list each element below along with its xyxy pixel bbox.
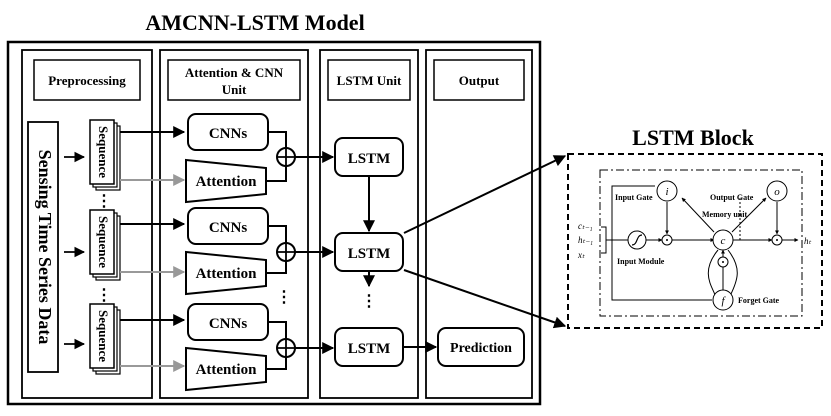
model-frame xyxy=(6,40,542,406)
prediction-box xyxy=(437,327,525,367)
sequence-stack-2: Sequence xyxy=(89,209,121,281)
sum-circle-2 xyxy=(276,242,296,262)
lstm-unit-header xyxy=(327,59,411,101)
attention-cnn-label-line2: Unit xyxy=(222,82,247,97)
zoom-line-top xyxy=(403,155,567,234)
forget-gate-symbol: f xyxy=(721,295,726,307)
attention-label-3: Attention xyxy=(196,362,257,378)
attention-box-2 xyxy=(185,250,267,296)
output-gate-symbol: o xyxy=(774,186,780,198)
lstm-block-title: LSTM Block xyxy=(632,125,754,150)
ellipsis-lstm: ⋮ xyxy=(361,293,377,310)
lstm-block-inner-frame xyxy=(599,169,803,317)
h-prev-label: hₜ₋₁ xyxy=(578,235,593,245)
input-gate-label: Input Gate xyxy=(615,193,653,202)
sequence-label-2: Sequence xyxy=(96,216,111,268)
zoom-line-bottom xyxy=(403,269,567,329)
lstm-label-2: LSTM xyxy=(348,246,391,262)
attention-cnn-header xyxy=(167,59,301,101)
sequence-label-3: Sequence xyxy=(96,310,111,362)
attention-box-3 xyxy=(185,346,267,392)
multiply-output xyxy=(771,234,783,246)
multiply-forget xyxy=(717,256,729,268)
cnn-label-3: CNNs xyxy=(209,316,247,332)
sum-connectors xyxy=(266,131,287,370)
sum-circle-3 xyxy=(276,338,296,358)
sum-circle-1 xyxy=(276,147,296,167)
sequence-label-1: Sequence xyxy=(96,126,111,178)
output-gate-label: Output Gate xyxy=(710,193,754,202)
cnn-label-1: CNNs xyxy=(209,126,247,142)
h-t-label: hₜ xyxy=(804,236,812,246)
multiply-input xyxy=(661,234,673,246)
attention-label-2: Attention xyxy=(196,266,257,282)
memory-cell-symbol: c xyxy=(721,235,726,247)
memory-unit-label: Memory unit xyxy=(702,210,747,219)
prediction-label: Prediction xyxy=(450,341,512,356)
memory-cell-node xyxy=(712,229,734,251)
input-gate-node xyxy=(656,180,678,202)
output-gate-node xyxy=(766,180,788,202)
input-data-box xyxy=(27,121,59,373)
attention-cnn-label-line1: Attention & CNN xyxy=(185,65,284,80)
sequence-stack-1: Sequence xyxy=(89,119,121,191)
ellipsis-unit: ⋮ xyxy=(276,289,292,306)
input-bracket xyxy=(601,226,607,254)
ellipsis-seq-2: ⋮ xyxy=(96,287,112,304)
cnn-label-2: CNNs xyxy=(209,220,247,236)
model-title: AMCNN-LSTM Model xyxy=(145,10,364,35)
x-t-label: xₜ xyxy=(577,250,585,260)
preprocessing-header xyxy=(33,59,141,101)
preprocessing-label: Preprocessing xyxy=(48,73,126,88)
attention-label-1: Attention xyxy=(196,174,257,190)
sequence-stack-3: Sequence xyxy=(89,303,121,375)
input-module-label: Input Module xyxy=(617,257,665,266)
output-label: Output xyxy=(459,73,500,88)
forget-gate-node xyxy=(712,289,734,311)
seq-to-unit-arrows xyxy=(120,126,186,372)
output-header xyxy=(433,59,525,101)
input-gate-symbol: i xyxy=(665,186,668,198)
ellipsis-seq-1: ⋮ xyxy=(96,193,112,210)
attention-box-1 xyxy=(185,158,267,204)
forget-gate-label: Forget Gate xyxy=(738,296,780,305)
lstm-block-wiring xyxy=(606,185,799,301)
output-panel xyxy=(425,49,533,399)
lstm-label-1: LSTM xyxy=(348,151,391,167)
input-data-label: Sensing Time Series Data xyxy=(35,150,55,345)
lstm-unit-label: LSTM Unit xyxy=(337,73,402,88)
c-prev-label: cₜ₋₁ xyxy=(578,221,593,231)
lstm-unit-panel xyxy=(319,49,419,399)
lstm-label-3: LSTM xyxy=(348,341,391,357)
